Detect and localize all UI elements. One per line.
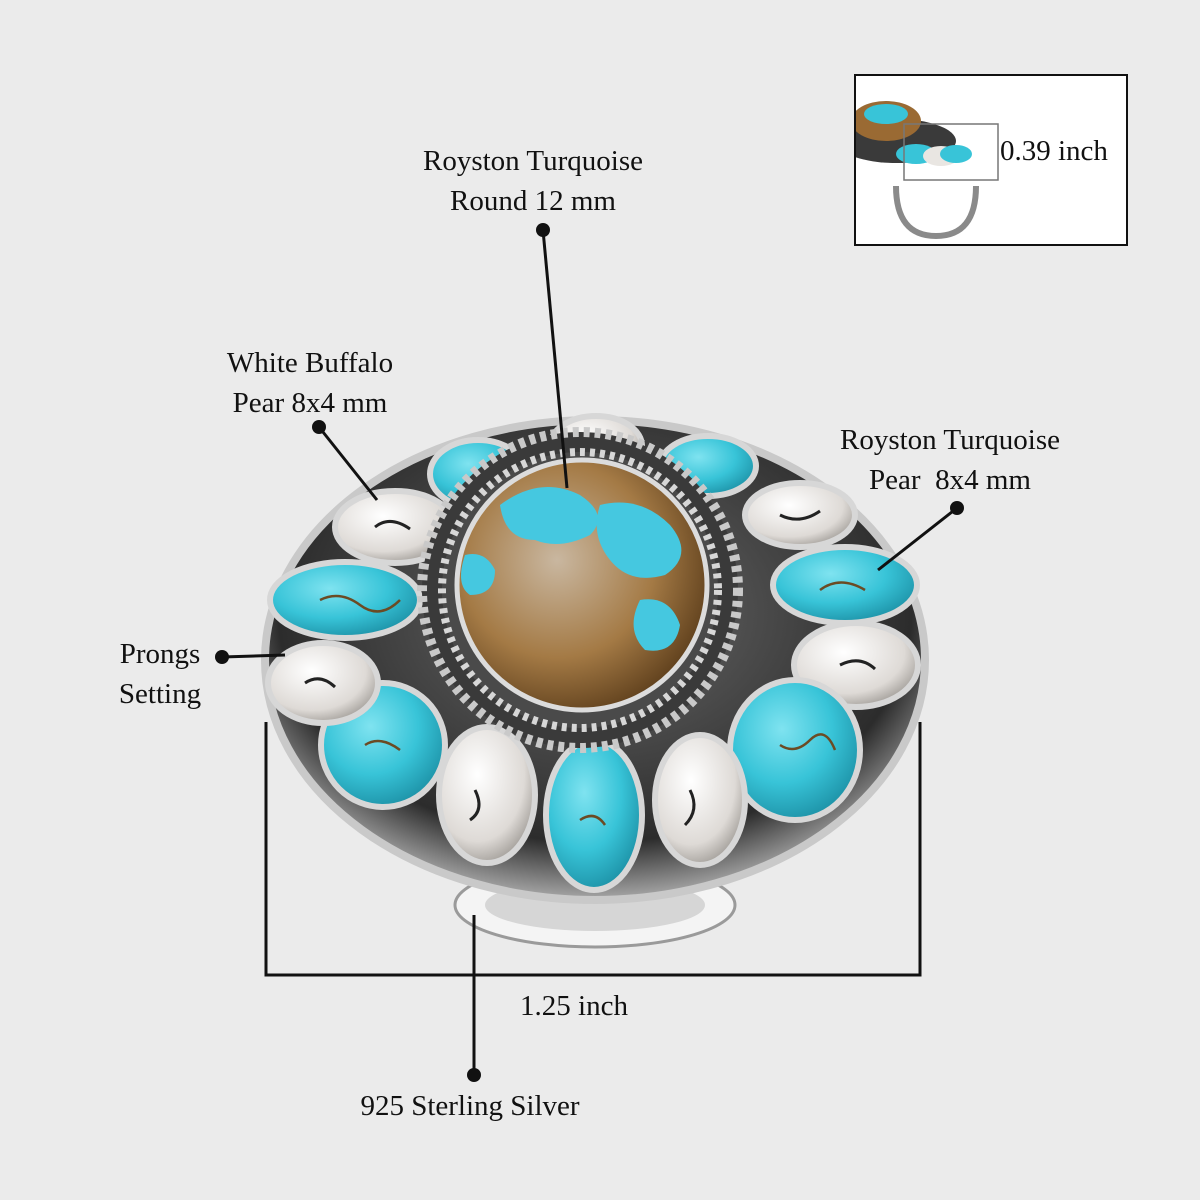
side-view-inset — [854, 74, 1128, 246]
side-view-illustration — [856, 101, 999, 240]
pear-turquoise-name: Royston Turquoise — [840, 424, 1060, 456]
center-stone-size: Round 12 mm — [450, 185, 616, 217]
turquoise-pear-stone — [770, 544, 920, 626]
buffalo-pear-stone — [742, 480, 858, 550]
leader-dots — [215, 223, 964, 1082]
white-buffalo-size: Pear 8x4 mm — [232, 387, 388, 419]
pear-turquoise-label: Royston Turquoise Pear 8x4 mm — [800, 420, 1100, 500]
center-stone-label: Royston Turquoise Round 12 mm — [383, 141, 683, 221]
buffalo-pear-stone — [265, 640, 381, 726]
center-stone-turquoise-patches — [461, 487, 682, 651]
prongs-label-line1: Prongs — [119, 638, 201, 670]
metal-label: 925 Sterling Silver — [360, 1090, 580, 1122]
stone-veins — [319, 581, 866, 826]
prongs-setting-label: Prongs Setting — [80, 634, 240, 714]
prongs-label-line2: Setting — [118, 678, 202, 710]
buffalo-veins — [304, 509, 877, 827]
width-measurement-label: 1.25 inch — [520, 990, 628, 1022]
buffalo-pear-stone — [436, 724, 538, 866]
center-stone-name: Royston Turquoise — [423, 145, 643, 177]
white-buffalo-label: White Buffalo Pear 8x4 mm — [180, 343, 440, 423]
buffalo-pear-stone — [652, 732, 748, 868]
turquoise-pear-stone — [267, 559, 423, 641]
height-measurement-label: 0.39 inch — [1000, 135, 1108, 167]
width-dimension-bracket — [264, 722, 922, 977]
pear-turquoise-size: Pear 8x4 mm — [869, 464, 1031, 496]
leader-lines — [221, 229, 958, 1075]
white-buffalo-name: White Buffalo — [226, 347, 394, 379]
